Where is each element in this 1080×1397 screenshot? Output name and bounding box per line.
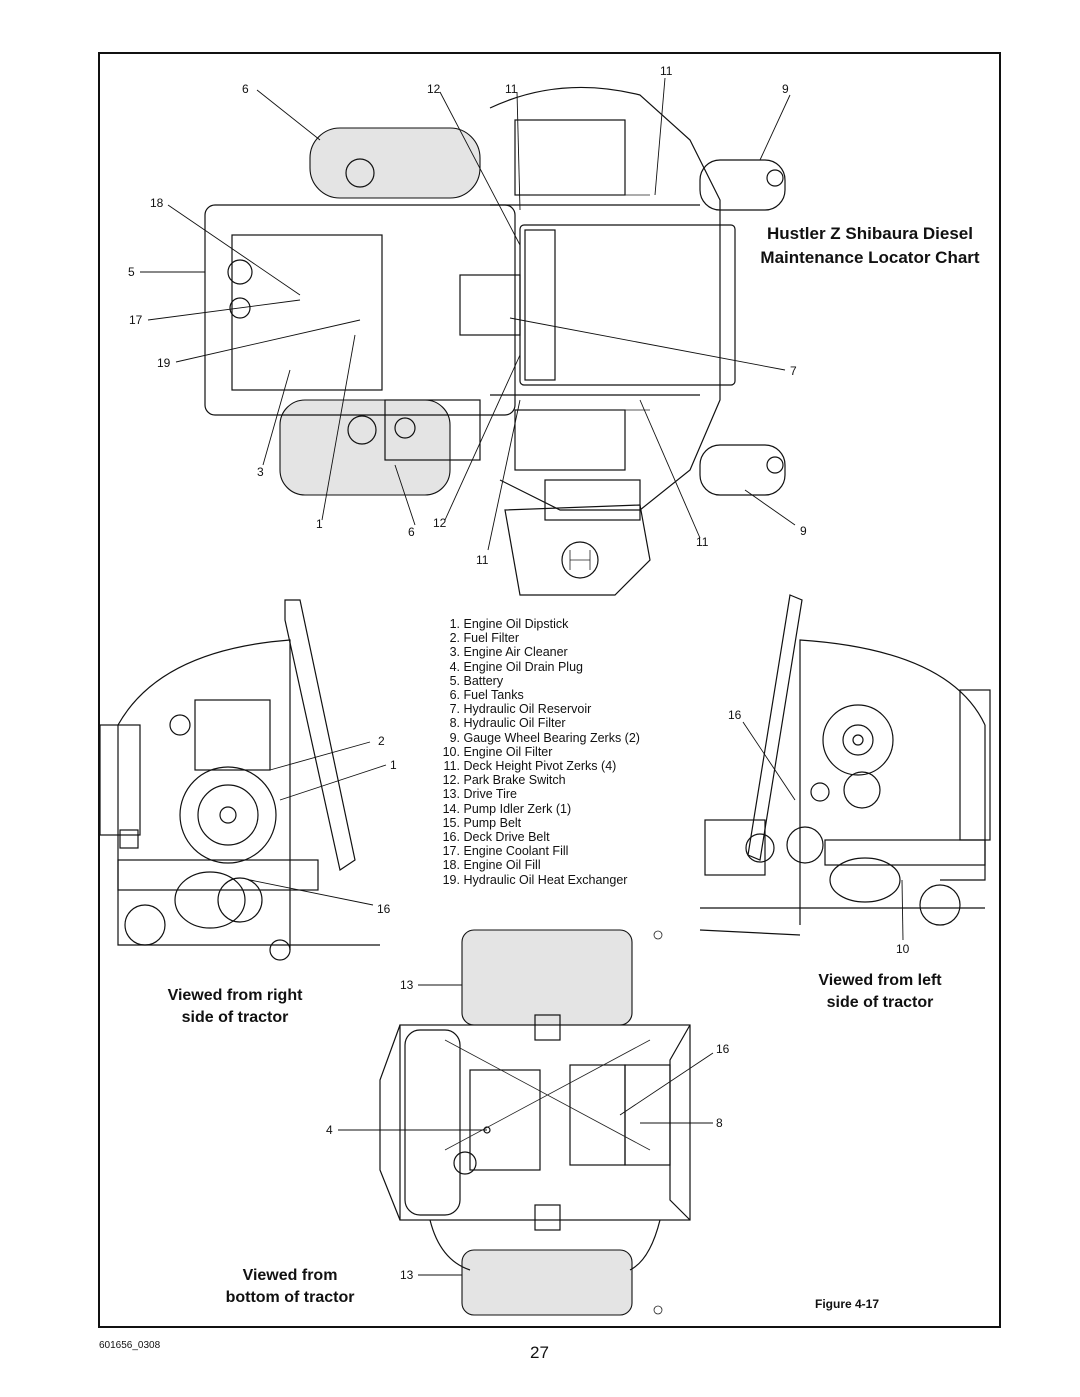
- legend-item: 14. Pump Idler Zerk (1): [442, 801, 572, 816]
- legend-item: 10. Engine Oil Filter: [442, 744, 553, 759]
- maintenance-legend: 1. Engine Oil Dipstick 2. Fuel Filter 3.…: [438, 617, 640, 887]
- legend-item: 3. Engine Air Cleaner: [449, 645, 568, 660]
- chart-title-line1: Hustler Z Shibaura Diesel: [767, 224, 973, 243]
- legend-item: 6. Fuel Tanks: [449, 688, 524, 703]
- callout-number: 6: [242, 82, 249, 96]
- callout-number: 19: [157, 356, 171, 370]
- leader-lines: [140, 77, 904, 1276]
- view-label-left-line2: side of tractor: [826, 994, 934, 1011]
- legend-item: 13. Drive Tire: [442, 787, 517, 802]
- legend-item: 2. Fuel Filter: [449, 631, 520, 646]
- callout-number: 12: [427, 82, 441, 96]
- legend-item: 16. Deck Drive Belt: [442, 830, 550, 845]
- callout-number: 13: [400, 978, 414, 992]
- callout-number: 9: [800, 524, 807, 538]
- page-frame: [98, 52, 1001, 1328]
- callout-number: 16: [716, 1042, 730, 1056]
- legend-item: 19. Hydraulic Oil Heat Exchanger: [442, 872, 628, 887]
- view-label-left-line1: Viewed from left: [818, 972, 942, 989]
- left-view-drawing: [699, 594, 991, 936]
- legend-item: 18. Engine Oil Fill: [442, 858, 541, 873]
- view-label-right-line1: Viewed from right: [167, 987, 303, 1004]
- page-number: 27: [530, 1343, 549, 1362]
- view-label-right: Viewed from right side of tractor: [140, 985, 330, 1029]
- view-label-bottom: Viewed from bottom of tractor: [205, 1265, 375, 1309]
- legend-item: 8. Hydraulic Oil Filter: [449, 716, 566, 731]
- callout-number: 9: [782, 82, 789, 96]
- legend-item: 17. Engine Coolant Fill: [442, 844, 569, 859]
- callout-number: 1: [390, 758, 397, 772]
- callout-number: 12: [433, 516, 447, 530]
- legend-item: 1. Engine Oil Dipstick: [449, 617, 569, 631]
- callout-number: 5: [128, 265, 135, 279]
- callout-number: 16: [377, 902, 391, 916]
- callout-number: 7: [790, 364, 797, 378]
- callout-number: 16: [728, 708, 742, 722]
- callout-number: 8: [716, 1116, 723, 1130]
- chart-title: Hustler Z Shibaura Diesel Maintenance Lo…: [740, 222, 1000, 270]
- figure-label: Figure 4-17: [815, 1297, 880, 1311]
- legend-item: 5. Battery: [449, 673, 504, 688]
- callout-number: 2: [378, 734, 385, 748]
- legend-item: 11. Deck Height Pivot Zerks (4): [443, 759, 617, 774]
- callout-number: 17: [129, 313, 143, 327]
- chart-title-line2: Maintenance Locator Chart: [760, 248, 980, 267]
- callout-number: 4: [326, 1123, 333, 1137]
- document-number: 601656_0308: [99, 1340, 161, 1351]
- callout-number: 13: [400, 1268, 414, 1282]
- bottom-view-drawing: [379, 929, 691, 1316]
- callout-number: 11: [660, 64, 673, 78]
- legend-item: 15. Pump Belt: [442, 815, 522, 830]
- view-label-right-line2: side of tractor: [181, 1009, 289, 1026]
- callout-number: 11: [696, 535, 709, 549]
- callout-number: 11: [505, 82, 518, 96]
- view-label-left: Viewed from left side of tractor: [790, 970, 970, 1014]
- legend-item: 4. Engine Oil Drain Plug: [449, 659, 583, 674]
- callout-number: 10: [896, 942, 910, 956]
- callout-number: 3: [257, 465, 264, 479]
- callout-number: 6: [408, 525, 415, 539]
- view-label-bottom-line2: bottom of tractor: [225, 1289, 355, 1306]
- legend-item: 9. Gauge Wheel Bearing Zerks (2): [449, 730, 640, 745]
- callout-number: 1: [316, 517, 323, 531]
- top-view-drawing: [204, 86, 786, 596]
- right-view-drawing: [99, 599, 380, 961]
- legend-item: 7. Hydraulic Oil Reservoir: [449, 702, 592, 717]
- callout-number: 18: [150, 196, 164, 210]
- view-label-bottom-line1: Viewed from: [242, 1267, 338, 1284]
- legend-item: 12. Park Brake Switch: [442, 773, 566, 788]
- callout-number: 11: [476, 553, 489, 567]
